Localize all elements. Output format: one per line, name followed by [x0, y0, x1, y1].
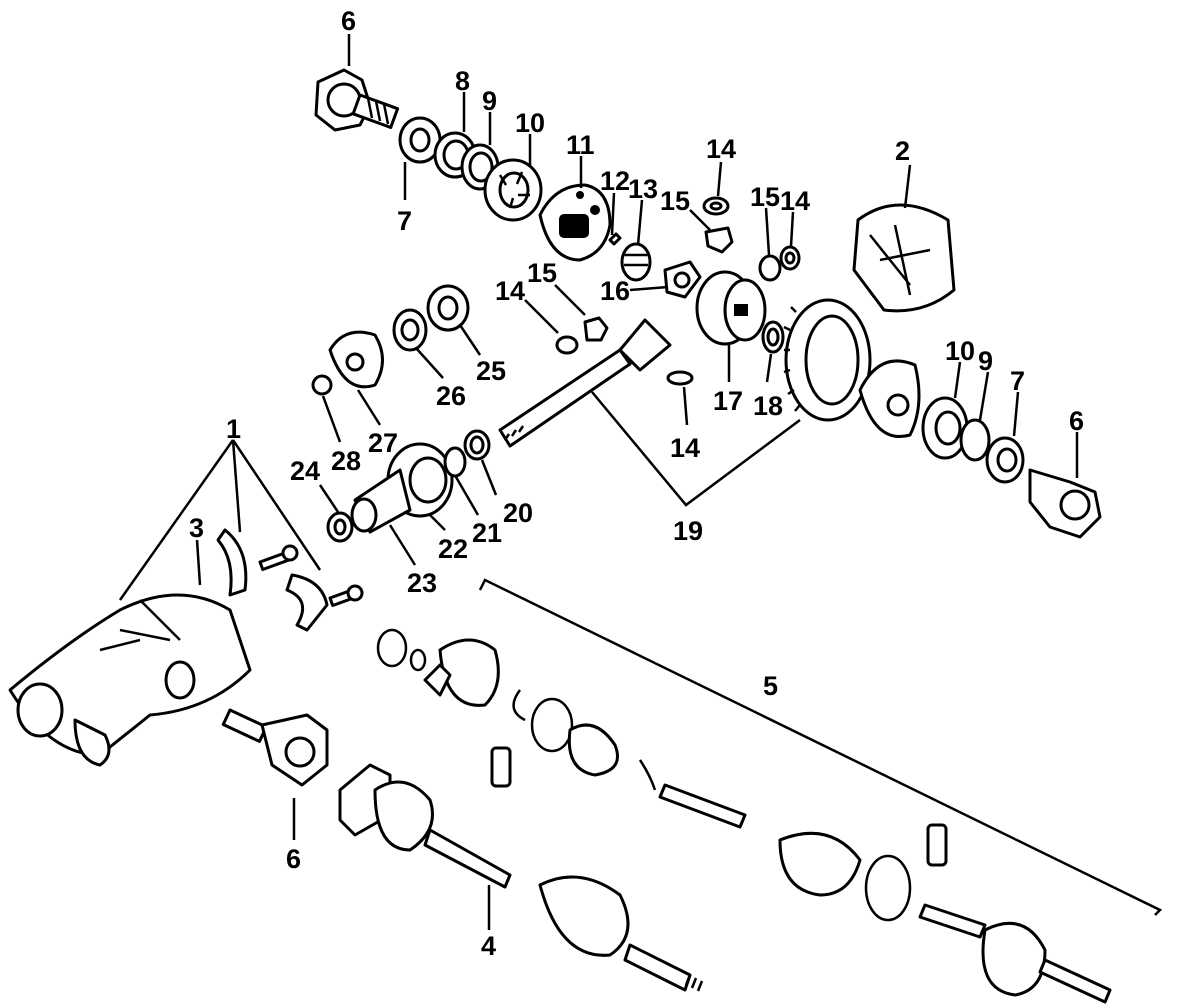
- callout-10-left: 10: [515, 108, 545, 138]
- callout-12: 12: [600, 166, 630, 196]
- callout-22: 22: [438, 534, 468, 564]
- callout-11: 11: [566, 130, 595, 160]
- inner-shaft: [658, 783, 747, 829]
- callout-6-right: 6: [1069, 406, 1084, 436]
- callout-14-top: 14: [706, 134, 736, 164]
- callout-18: 18: [753, 391, 783, 421]
- leader-lines: [118, 34, 1163, 930]
- cv-joint-housing: [423, 638, 500, 707]
- boot-inner: [567, 723, 619, 777]
- pinion-gear-top: [704, 226, 734, 254]
- thrust-washer-right: [779, 245, 801, 271]
- callout-10-right: 10: [945, 336, 975, 366]
- thrust-washer-top: [702, 196, 730, 216]
- pinion-bearing-22: [386, 442, 454, 518]
- bearing-cone-right: [985, 436, 1025, 484]
- callout-14-low: 14: [670, 433, 700, 463]
- collapsible-spacer-21: [443, 446, 467, 478]
- spacer-26: [392, 308, 428, 352]
- callout-9-right: 9: [978, 346, 993, 376]
- callout-23: 23: [407, 568, 437, 598]
- snap-ring-b: [409, 648, 427, 672]
- callout-17: 17: [713, 386, 743, 416]
- callout-14-right: 14: [780, 186, 810, 216]
- pinion-shaft-spider: [663, 260, 702, 299]
- side-gear: [620, 242, 652, 282]
- callout-19: 19: [673, 516, 703, 546]
- callout-7-right: 7: [1010, 366, 1025, 396]
- pinion-gear-right: [758, 254, 782, 282]
- callout-14-mid: 14: [495, 276, 525, 306]
- differential-housing: [8, 593, 252, 767]
- side-flange-right: [1028, 468, 1102, 539]
- callout-8: 8: [455, 66, 470, 96]
- callout-26: 26: [436, 381, 466, 411]
- callout-1: 1: [226, 414, 241, 444]
- oil-seal-right: [959, 418, 991, 462]
- rear-cover: [852, 203, 956, 313]
- callout-15-right: 15: [750, 182, 780, 212]
- companion-flange-27: [328, 330, 384, 389]
- callout-3: 3: [189, 513, 204, 543]
- callout-13: 13: [628, 174, 658, 204]
- side-flange-bottom-left: [221, 708, 329, 787]
- boot-outer: [778, 831, 862, 897]
- bolt-left: [258, 544, 299, 572]
- callout-16: 16: [600, 276, 630, 306]
- callout-27: 27: [368, 428, 398, 458]
- callout-5: 5: [763, 671, 778, 701]
- callout-15-mid: 15: [527, 258, 557, 288]
- side-bearing: [483, 158, 543, 222]
- grease-tube: [490, 746, 512, 788]
- callout-7-left: 7: [397, 206, 412, 236]
- side-flange-top-left: [314, 68, 400, 132]
- side-retainer-right: [858, 359, 921, 438]
- callout-4: 4: [481, 931, 496, 961]
- washer-14-mid: [555, 335, 579, 355]
- callout-9-left: 9: [482, 86, 497, 116]
- nut-28: [311, 374, 333, 396]
- outer-band: [864, 854, 912, 922]
- washer-14-low: [666, 370, 694, 386]
- mount-bracket-right: [285, 573, 329, 632]
- adjusting-shim: [761, 320, 785, 354]
- shim-20: [463, 429, 491, 461]
- callout-25: 25: [476, 356, 506, 386]
- callout-24: 24: [290, 456, 320, 486]
- ring-gear: [783, 298, 872, 422]
- snap-ring-a: [376, 628, 408, 668]
- bolt-right: [328, 584, 364, 608]
- bearing-25: [426, 284, 470, 332]
- callout-28: 28: [331, 446, 361, 476]
- callout-6-bottom: 6: [286, 844, 301, 874]
- callout-numbers: 6 7 8 9 10 11 12 13 14 15 15 14 2 16 14 …: [189, 6, 1084, 961]
- boot-band-small: [638, 759, 657, 791]
- axle-shaft-assembly: [338, 763, 704, 992]
- differential-case: [538, 183, 612, 262]
- side-bearing-right: [921, 396, 969, 460]
- mount-bracket-left: [216, 528, 248, 597]
- callout-2: 2: [895, 136, 910, 166]
- circlip-c: [512, 689, 526, 722]
- seal-24: [326, 511, 354, 543]
- callout-6-top: 6: [341, 6, 356, 36]
- callout-15-top: 15: [660, 186, 690, 216]
- drive-pinion-shaft: [498, 318, 672, 448]
- boot-band-large: [530, 697, 574, 753]
- differential-carrier: [695, 270, 767, 346]
- grease-tube-2: [926, 823, 948, 867]
- nut-15-mid: [583, 316, 609, 342]
- callout-20: 20: [503, 498, 533, 528]
- bearing-23: [350, 468, 412, 534]
- callout-21: 21: [472, 518, 502, 548]
- outer-cv-joint: [918, 903, 1112, 1004]
- lock-pin: [608, 232, 622, 246]
